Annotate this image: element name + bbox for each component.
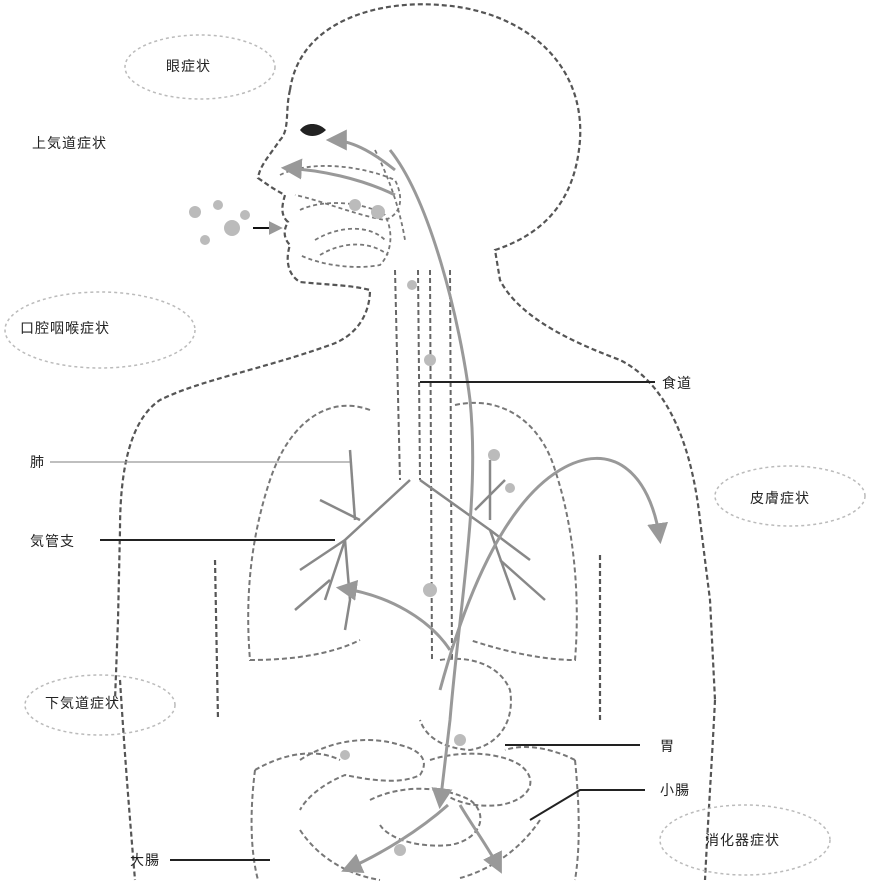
symptom-clouds [5,35,865,875]
allergen-particles [189,199,515,856]
label-eye-symptoms: 眼症状 [166,56,211,76]
label-lung: 肺 [30,452,45,472]
digestive-tract [252,659,579,880]
label-stomach: 胃 [660,736,675,756]
label-lower-respiratory: 下気道症状 [45,693,120,713]
label-upper-respiratory: 上気道症状 [32,133,107,153]
lungs [248,403,577,660]
body-outline [115,4,715,880]
leader-lines [100,382,655,860]
label-ent-symptoms: 口腔咽喉症状 [20,318,110,338]
label-digestive-symptoms: 消化器症状 [705,830,780,850]
allergen-pathways [285,140,660,870]
label-large-intestine: 大腸 [130,850,160,870]
label-esophagus: 食道 [662,373,692,393]
label-small-intestine: 小腸 [660,780,690,800]
label-bronchus: 気管支 [30,531,75,551]
trachea-esophagus [395,270,452,660]
label-skin-symptoms: 皮膚症状 [750,488,810,508]
eye [300,124,326,136]
